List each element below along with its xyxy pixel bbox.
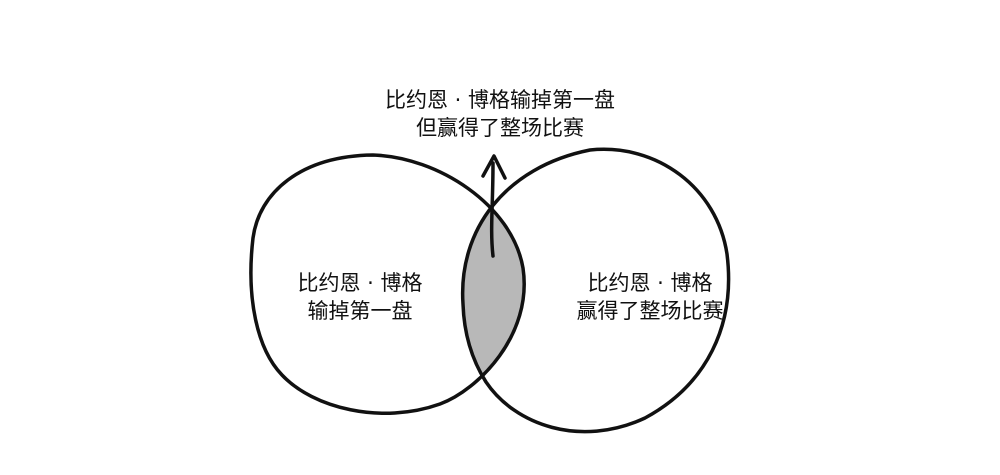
left-circle <box>249 153 526 415</box>
arrow-head-icon <box>481 154 507 180</box>
left-circle-label-line2: 输掉第一盘 <box>307 299 413 323</box>
intersection-caption-line2: 但赢得了整场比赛 <box>416 116 584 140</box>
intersection-caption: 比约恩 · 博格输掉第一盘 但赢得了整场比赛 <box>340 86 660 142</box>
right-circle <box>460 147 731 434</box>
arrow-shaft <box>489 161 495 258</box>
right-circle-label: 比约恩 · 博格 赢得了整场比赛 <box>540 269 760 325</box>
right-circle-label-line2: 赢得了整场比赛 <box>576 299 724 323</box>
left-circle-label: 比约恩 · 博格 输掉第一盘 <box>270 269 450 325</box>
intersection-caption-line1: 比约恩 · 博格输掉第一盘 <box>384 88 616 112</box>
left-circle-label-line1: 比约恩 · 博格 <box>297 271 423 295</box>
right-circle-label-line1: 比约恩 · 博格 <box>587 271 713 295</box>
